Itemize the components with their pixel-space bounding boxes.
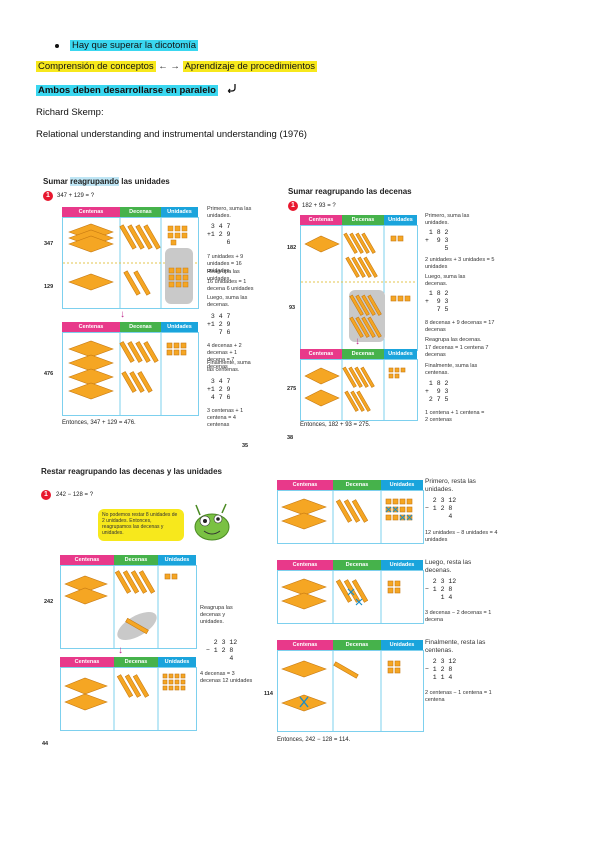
panel1-header-bottom: Centenas Decenas Unidades	[62, 322, 198, 332]
panel2-grid-top	[300, 225, 418, 351]
panel1-note-7: 3 centenas + 1 centena = 4 centenas	[207, 408, 244, 428]
panel3-grid-bottom	[60, 667, 197, 731]
panel2-note-5: 17 decenas = 1 centena 7 decenas	[425, 345, 489, 358]
panel1-calc-1: 3 4 7 +1 2 9 7 6	[207, 313, 231, 336]
panel1-label-129: 129	[44, 284, 54, 290]
panel1-label-347: 347	[44, 241, 54, 247]
panel4-calc-2: 2 3 12 − 1 2 8 1 1 4	[425, 658, 457, 681]
green-monster-icon	[190, 501, 234, 548]
panel1-note-0: Primero, suma las unidades.	[207, 206, 252, 219]
panel2-header-top: Centenas Decenas Unidades	[300, 215, 417, 225]
panel2-header-bottom: Centenas Decenas Unidades	[300, 349, 417, 359]
panel1-note-2: Reagrupa las unidades	[207, 269, 240, 282]
panel4-note-3: 3 decenas − 2 decenas = 1 decena	[425, 610, 492, 623]
author: Richard Skemp:	[36, 107, 104, 118]
panel1-note-1: 7 unidades + 9 unidades = 16 unidades	[207, 254, 244, 274]
parallel-line: Ambos deben desarrollarse en paralelo	[36, 83, 237, 96]
panel3-down-arrow: ↓	[118, 645, 123, 656]
panel-sumar-decenas: Sumar reagrupando las decenas 1 182 + 93…	[285, 185, 505, 447]
panel4-grid-3	[277, 650, 424, 732]
panel2-equation: 182 + 93 = ?	[302, 203, 336, 209]
panel1-note-5: 4 decenas + 2 decenas + 1 decena = 7 dec…	[207, 343, 242, 370]
panel2-note-3: 8 decenas + 9 decenas = 17 decenas	[425, 320, 495, 333]
panel2-down-arrow: ↓	[355, 336, 360, 347]
panel1-title: Sumar reagrupando las unidades	[43, 177, 170, 186]
panel4-header-1: Centenas Decenas Unidades	[277, 480, 423, 490]
speech-bubble: No podemos restar 8 unidades de 2 unidad…	[98, 509, 184, 541]
panel4-note-5: 2 centenas − 1 centena = 1 centena	[425, 690, 492, 703]
panel1-page-number: 35	[242, 443, 249, 449]
bullet-text: Hay que superar la dicotomía	[70, 40, 199, 51]
panel1-badge: 1	[43, 191, 53, 201]
panel3-title: Restar reagrupando las decenas y las uni…	[41, 467, 222, 476]
panel4-note-4: Finalmente, resta las centenas.	[425, 639, 486, 654]
panel3-header-top: Centenas Decenas Unidades	[60, 555, 196, 565]
panel4-note-1: 12 unidades − 8 unidades = 4 unidades	[425, 530, 498, 543]
panel1-grid-bottom	[62, 332, 199, 416]
panel3-grid-top	[60, 565, 197, 649]
panel3-calc: 2 3 12 − 1 2 8 4	[206, 639, 238, 662]
speech-text: No podemos restar 8 unidades de 2 unidad…	[102, 512, 178, 536]
panel2-note-0: Primero, suma las unidades.	[425, 213, 470, 226]
panel2-note-2: Luego, suma las decenas.	[425, 274, 466, 287]
panel2-note-1: 2 unidades + 3 unidades = 5 unidades	[425, 257, 495, 270]
panel3-badge: 1	[41, 490, 51, 500]
panel2-page-number: 38	[287, 435, 294, 441]
panel4-header-2: Centenas Decenas Unidades	[277, 560, 423, 570]
panel1-note-6: Finalmente, suma las centenas.	[207, 360, 251, 373]
panel1-result: Entonces, 347 + 129 = 476.	[62, 420, 136, 426]
panel2-calc-2: 1 8 2 + 9 3 2 7 5	[425, 380, 449, 403]
panel4-calc-0: 2 3 12 − 1 2 8 4	[425, 497, 457, 520]
panel2-badge: 1	[288, 201, 298, 211]
panel1-grid-top	[62, 217, 199, 309]
panel-sumar-unidades: Sumar reagrupando las unidades 1 347 + 1…	[40, 175, 255, 453]
panel4-result: Entonces, 242 − 128 = 114.	[277, 737, 351, 743]
panel2-grid-bottom	[300, 359, 418, 421]
panel4-grid-2	[277, 570, 424, 624]
panel1-calc-2: 3 4 7 +1 2 9 4 7 6	[207, 378, 231, 401]
concepts-line: Comprensión de conceptos ← → Aprendizaje…	[36, 61, 318, 72]
panel1-equation: 347 + 129 = ?	[57, 193, 95, 199]
panel1-note-3: 16 unidades = 1 decena 6 unidades	[207, 279, 254, 292]
panel2-note-7: 1 centena + 1 centena = 2 centenas	[425, 410, 485, 423]
panel1-calc-0: 3 4 7 +1 2 9 6	[207, 223, 231, 246]
panel-restar-reagrupando: Restar reagrupando las decenas y las uni…	[38, 465, 278, 755]
panel4-grid-1	[277, 490, 424, 544]
panel3-page-number: 44	[42, 741, 49, 747]
panel2-title: Sumar reagrupando las decenas	[288, 187, 412, 196]
panel1-header-top: Centenas Decenas Unidades	[62, 207, 198, 217]
panel2-label-182: 182	[287, 245, 297, 251]
subtitle: Relational understanding and instrumenta…	[36, 129, 307, 140]
panel4-note-0: Primero, resta las unidades.	[425, 478, 476, 493]
panel2-calc-0: 1 8 2 + 9 3 5	[425, 229, 449, 252]
panel2-label-93: 93	[289, 305, 296, 311]
panel2-label-275: 275	[287, 386, 297, 392]
return-arrow-icon	[227, 83, 237, 96]
panel3-note-1: 4 decenas = 3 decenas 12 unidades	[200, 671, 253, 684]
panel3-note-0: Reagrupa las decenas y unidades.	[200, 605, 233, 625]
panel4-note-2: Luego, resta las decenas.	[425, 559, 472, 574]
panel-restar-pasos: Centenas Decenas Unidades Primero, resta…	[275, 475, 515, 750]
panel3-side-label: 114	[264, 691, 273, 697]
panel3-label-242: 242	[44, 599, 54, 605]
panel1-down-arrow: ↓	[120, 309, 125, 320]
panel3-header-bottom: Centenas Decenas Unidades	[60, 657, 196, 667]
panel2-note-4: Reagrupa las decenas.	[425, 337, 482, 343]
panel3-equation: 242 − 128 = ?	[56, 492, 94, 498]
panel4-header-3: Centenas Decenas Unidades	[277, 640, 423, 650]
panel2-note-6: Finalmente, suma las centenas.	[425, 363, 478, 376]
panel1-note-4: Luego, suma las decenas.	[207, 295, 248, 308]
bullet-dot	[55, 44, 59, 48]
panel4-calc-1: 2 3 12 − 1 2 8 1 4	[425, 578, 457, 601]
panel2-result: Entonces, 182 + 93 = 275.	[300, 422, 371, 428]
panel2-calc-1: 1 8 2 + 9 3 7 5	[425, 290, 449, 313]
panel1-label-476: 476	[44, 371, 54, 377]
